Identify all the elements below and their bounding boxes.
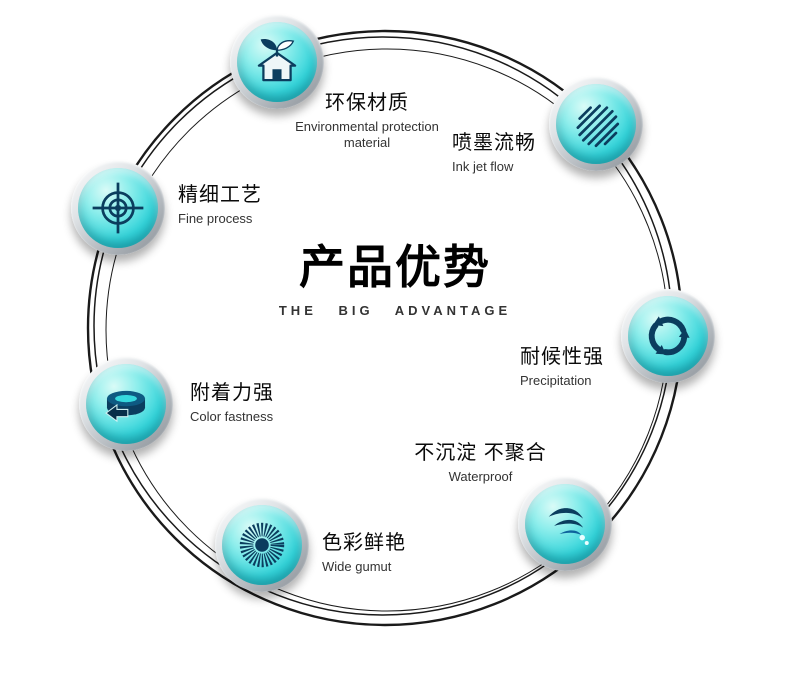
label-inkjet: 喷墨流畅 Ink jet flow [452, 126, 582, 175]
cycle-arrows-icon [648, 316, 690, 356]
badge-fine-process-face [78, 168, 158, 248]
label-weather-resistance-zh: 耐候性强 [520, 346, 604, 368]
badge-waterproof-face [525, 484, 605, 564]
label-adhesion-en: Color fastness [190, 409, 274, 424]
center-title-block: 产品优势 THE BIG ADVANTAGE [270, 242, 520, 318]
label-weather-resistance-en: Precipitation [520, 373, 592, 388]
label-environmental-zh: 环保材质 [325, 92, 409, 114]
disc-arrows-icon [105, 390, 146, 423]
badge-wide-gamut-face [222, 505, 302, 585]
label-weather-resistance: 耐候性强 Precipitation [520, 340, 660, 389]
label-wide-gamut-zh: 色彩鲜艳 [322, 532, 406, 554]
hatch-lines-icon [576, 104, 620, 148]
page-title: 产品优势 [299, 241, 491, 293]
label-wide-gamut: 色彩鲜艳 Wide gumut [322, 526, 462, 575]
eco-house-icon [257, 38, 297, 82]
splash-icon [548, 508, 589, 546]
label-fine-process: 精细工艺 Fine process [178, 178, 318, 227]
badge-inkjet [549, 77, 643, 171]
label-inkjet-zh: 喷墨流畅 [452, 132, 536, 154]
badge-environmental-face [237, 22, 317, 102]
badge-environmental [230, 15, 324, 109]
badge-adhesion [79, 357, 173, 451]
label-adhesion-zh: 附着力强 [190, 382, 274, 404]
page-subtitle: THE BIG ADVANTAGE [278, 302, 512, 318]
crosshair-icon [92, 182, 144, 234]
label-environmental-en: Environmental protection material [295, 119, 439, 151]
badge-inkjet-face [556, 84, 636, 164]
label-waterproof-zh: 不沉淀 不聚合 [414, 442, 547, 464]
starburst-icon [239, 522, 285, 568]
label-waterproof-en: Waterproof [448, 469, 513, 484]
badge-fine-process [71, 161, 165, 255]
label-fine-process-en: Fine process [178, 211, 253, 226]
label-fine-process-zh: 精细工艺 [178, 184, 262, 206]
badge-adhesion-face [86, 364, 166, 444]
badge-weather-resistance-face [628, 296, 708, 376]
label-inkjet-en: Ink jet flow [452, 159, 514, 174]
badge-wide-gamut [215, 498, 309, 592]
badge-weather-resistance [621, 289, 715, 383]
badge-waterproof [518, 477, 612, 571]
label-waterproof: 不沉淀 不聚合 Waterproof [403, 436, 558, 485]
label-wide-gamut-en: Wide gumut [322, 559, 392, 574]
label-adhesion: 附着力强 Color fastness [190, 376, 340, 425]
label-environmental: 环保材质 Environmental protection material [292, 86, 442, 152]
